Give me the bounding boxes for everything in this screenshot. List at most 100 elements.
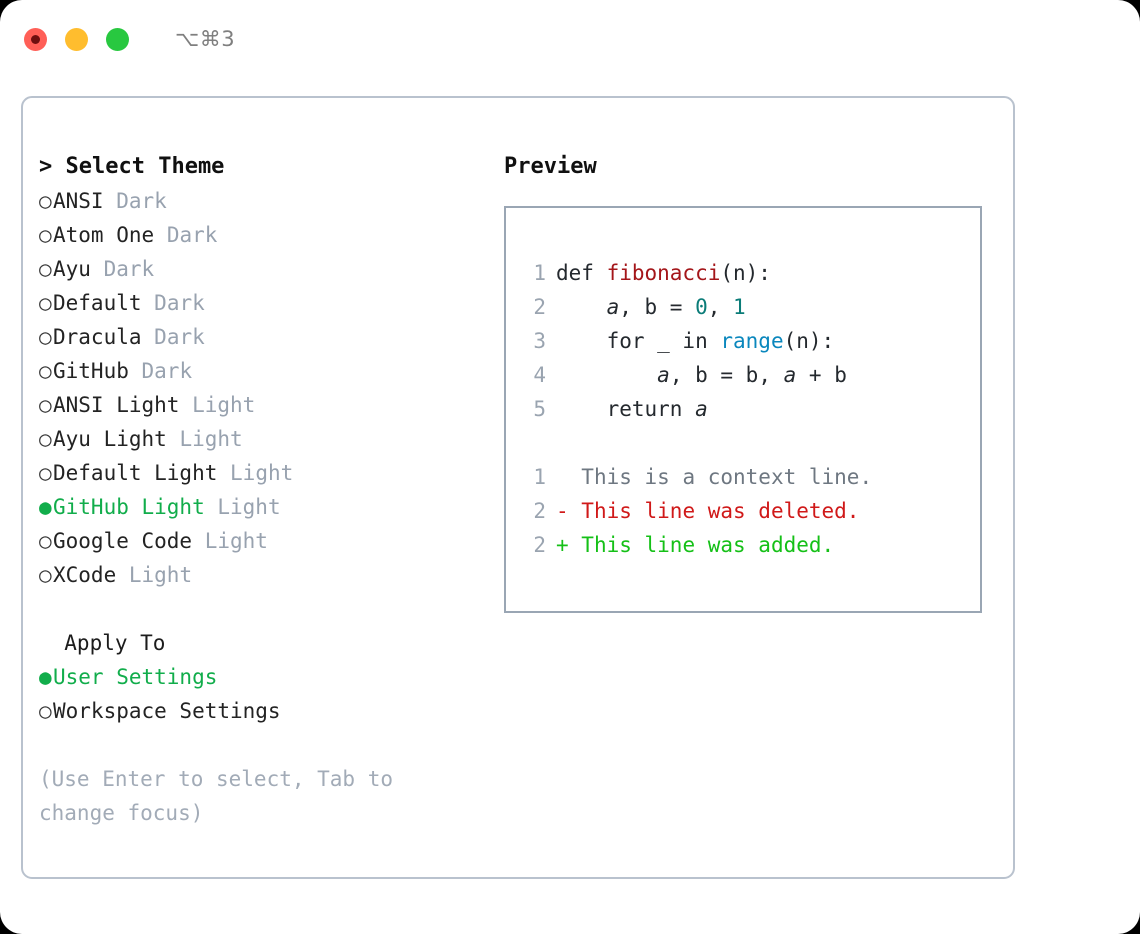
radio-icon: ○ xyxy=(39,359,52,383)
theme-option-github-dark[interactable]: ○GitHub Dark xyxy=(39,354,493,388)
theme-option-ansi-light[interactable]: ○ANSI Light Light xyxy=(39,388,493,422)
window-controls xyxy=(24,27,129,51)
page-title: > Select Theme xyxy=(39,154,225,179)
theme-name: Dracula xyxy=(53,325,142,349)
theme-suffix: Dark xyxy=(154,291,205,315)
code-token-number: 0 xyxy=(695,295,708,319)
diff-line-context: 1 This is a context line. xyxy=(524,460,980,494)
code-token xyxy=(556,295,607,319)
theme-name: XCode xyxy=(53,563,117,587)
radio-icon: ○ xyxy=(39,427,52,451)
line-number: 4 xyxy=(533,363,546,387)
radio-icon: ○ xyxy=(39,529,52,553)
diff-text: This is a context line. xyxy=(581,465,873,489)
theme-suffix: Light xyxy=(179,427,243,451)
theme-name: Atom One xyxy=(53,223,155,247)
title-bar: ⌥⌘3 xyxy=(0,0,1140,78)
theme-suffix: Dark xyxy=(103,257,155,281)
theme-option-google-code-light[interactable]: ○Google Code Light xyxy=(39,524,493,558)
diff-text: This line was deleted. xyxy=(581,499,860,523)
theme-name: ANSI Light xyxy=(53,393,180,417)
apply-option-label: Workspace Settings xyxy=(53,699,281,723)
radio-icon: ○ xyxy=(39,393,52,417)
theme-name: Default Light xyxy=(53,461,218,485)
code-token: , b = b, xyxy=(669,363,784,387)
code-token-variable: a xyxy=(657,363,670,387)
line-number: 5 xyxy=(533,397,546,421)
code-token: + b xyxy=(796,363,847,387)
theme-suffix: Light xyxy=(230,461,294,485)
diff-sample: 1 This is a context line. 2- This line w… xyxy=(524,460,980,562)
theme-option-xcode-light[interactable]: ○XCode Light xyxy=(39,558,493,592)
theme-suffix: Light xyxy=(128,563,193,587)
theme-option-atom-one-dark[interactable]: ○Atom One Dark xyxy=(39,218,493,252)
code-token: (n): xyxy=(720,261,771,285)
theme-suffix: Dark xyxy=(166,223,218,247)
keyboard-shortcut-label: ⌥⌘3 xyxy=(175,27,236,51)
radio-icon: ○ xyxy=(39,461,52,485)
radio-icon: ○ xyxy=(39,189,52,213)
code-line: 5 return a xyxy=(524,392,980,426)
code-token-variable: a xyxy=(606,295,620,319)
theme-option-ayu-dark[interactable]: ○Ayu Dark xyxy=(39,252,493,286)
theme-name: Ayu Light xyxy=(53,427,167,451)
theme-option-ayu-light[interactable]: ○Ayu Light Light xyxy=(39,422,493,456)
theme-option-github-light[interactable]: ●GitHub Light Light xyxy=(39,490,493,524)
radio-icon: ○ xyxy=(39,291,52,315)
code-token xyxy=(556,363,657,387)
code-line: 4 a, b = b, a + b xyxy=(524,358,980,392)
keyboard-hint-text: (Use Enter to select, Tab to change focu… xyxy=(39,767,394,825)
main-panel: > Select Theme ○ANSI Dark ○Atom One Dark… xyxy=(21,96,1015,879)
code-line: 2 a, b = 0, 1 xyxy=(524,290,980,324)
theme-option-default-dark[interactable]: ○Default Dark xyxy=(39,286,493,320)
theme-name: GitHub Light xyxy=(53,495,205,519)
maximize-button[interactable] xyxy=(106,27,129,51)
theme-picker-column: > Select Theme ○ANSI Dark ○Atom One Dark… xyxy=(23,98,493,877)
code-token-builtin: range xyxy=(720,329,784,353)
code-token: return xyxy=(556,397,696,421)
code-token: for _ in xyxy=(556,329,721,353)
theme-list: ○ANSI Dark ○Atom One Dark ○Ayu Dark ○Def… xyxy=(39,184,493,592)
line-number: 1 xyxy=(533,465,546,489)
apply-option-label: User Settings xyxy=(53,665,218,689)
line-number: 3 xyxy=(533,329,546,353)
radio-icon: ○ xyxy=(39,563,52,587)
code-line: 3 for _ in range(n): xyxy=(524,324,980,358)
minimize-button[interactable] xyxy=(65,27,88,51)
theme-suffix: Dark xyxy=(154,325,205,349)
theme-suffix: Light xyxy=(204,529,268,553)
apply-to-heading: Apply To xyxy=(39,631,166,655)
theme-suffix: Dark xyxy=(141,359,193,383)
radio-icon: ○ xyxy=(39,223,52,247)
theme-name: Ayu xyxy=(53,257,91,281)
diff-prefix: + xyxy=(556,533,582,557)
theme-option-dracula-dark[interactable]: ○Dracula Dark xyxy=(39,320,493,354)
diff-text: This line was added. xyxy=(581,533,835,557)
radio-icon: ○ xyxy=(39,257,52,281)
apply-option-user-settings[interactable]: ●User Settings xyxy=(39,660,493,694)
diff-line-deleted: 2- This line was deleted. xyxy=(524,494,980,528)
close-button[interactable] xyxy=(24,27,47,51)
apply-option-workspace-settings[interactable]: ○Workspace Settings xyxy=(39,694,493,728)
theme-option-ansi-dark[interactable]: ○ANSI Dark xyxy=(39,184,493,218)
preview-title: Preview xyxy=(504,154,597,179)
code-token-variable: a xyxy=(695,397,708,421)
line-number: 2 xyxy=(533,533,546,557)
theme-name: GitHub xyxy=(53,359,129,383)
radio-icon: ○ xyxy=(39,699,52,723)
radio-selected-icon: ● xyxy=(39,495,52,519)
theme-suffix: Light xyxy=(192,393,256,417)
code-token-variable: a xyxy=(783,363,797,387)
theme-name: Default xyxy=(53,291,142,315)
theme-suffix: Light xyxy=(217,495,281,519)
code-token-function: fibonacci xyxy=(606,261,721,285)
diff-prefix xyxy=(556,465,581,489)
diff-prefix: - xyxy=(556,499,582,523)
theme-option-default-light[interactable]: ○Default Light Light xyxy=(39,456,493,490)
code-token: , b = xyxy=(619,295,696,319)
diff-line-added: 2 + This line was added. xyxy=(524,528,980,562)
